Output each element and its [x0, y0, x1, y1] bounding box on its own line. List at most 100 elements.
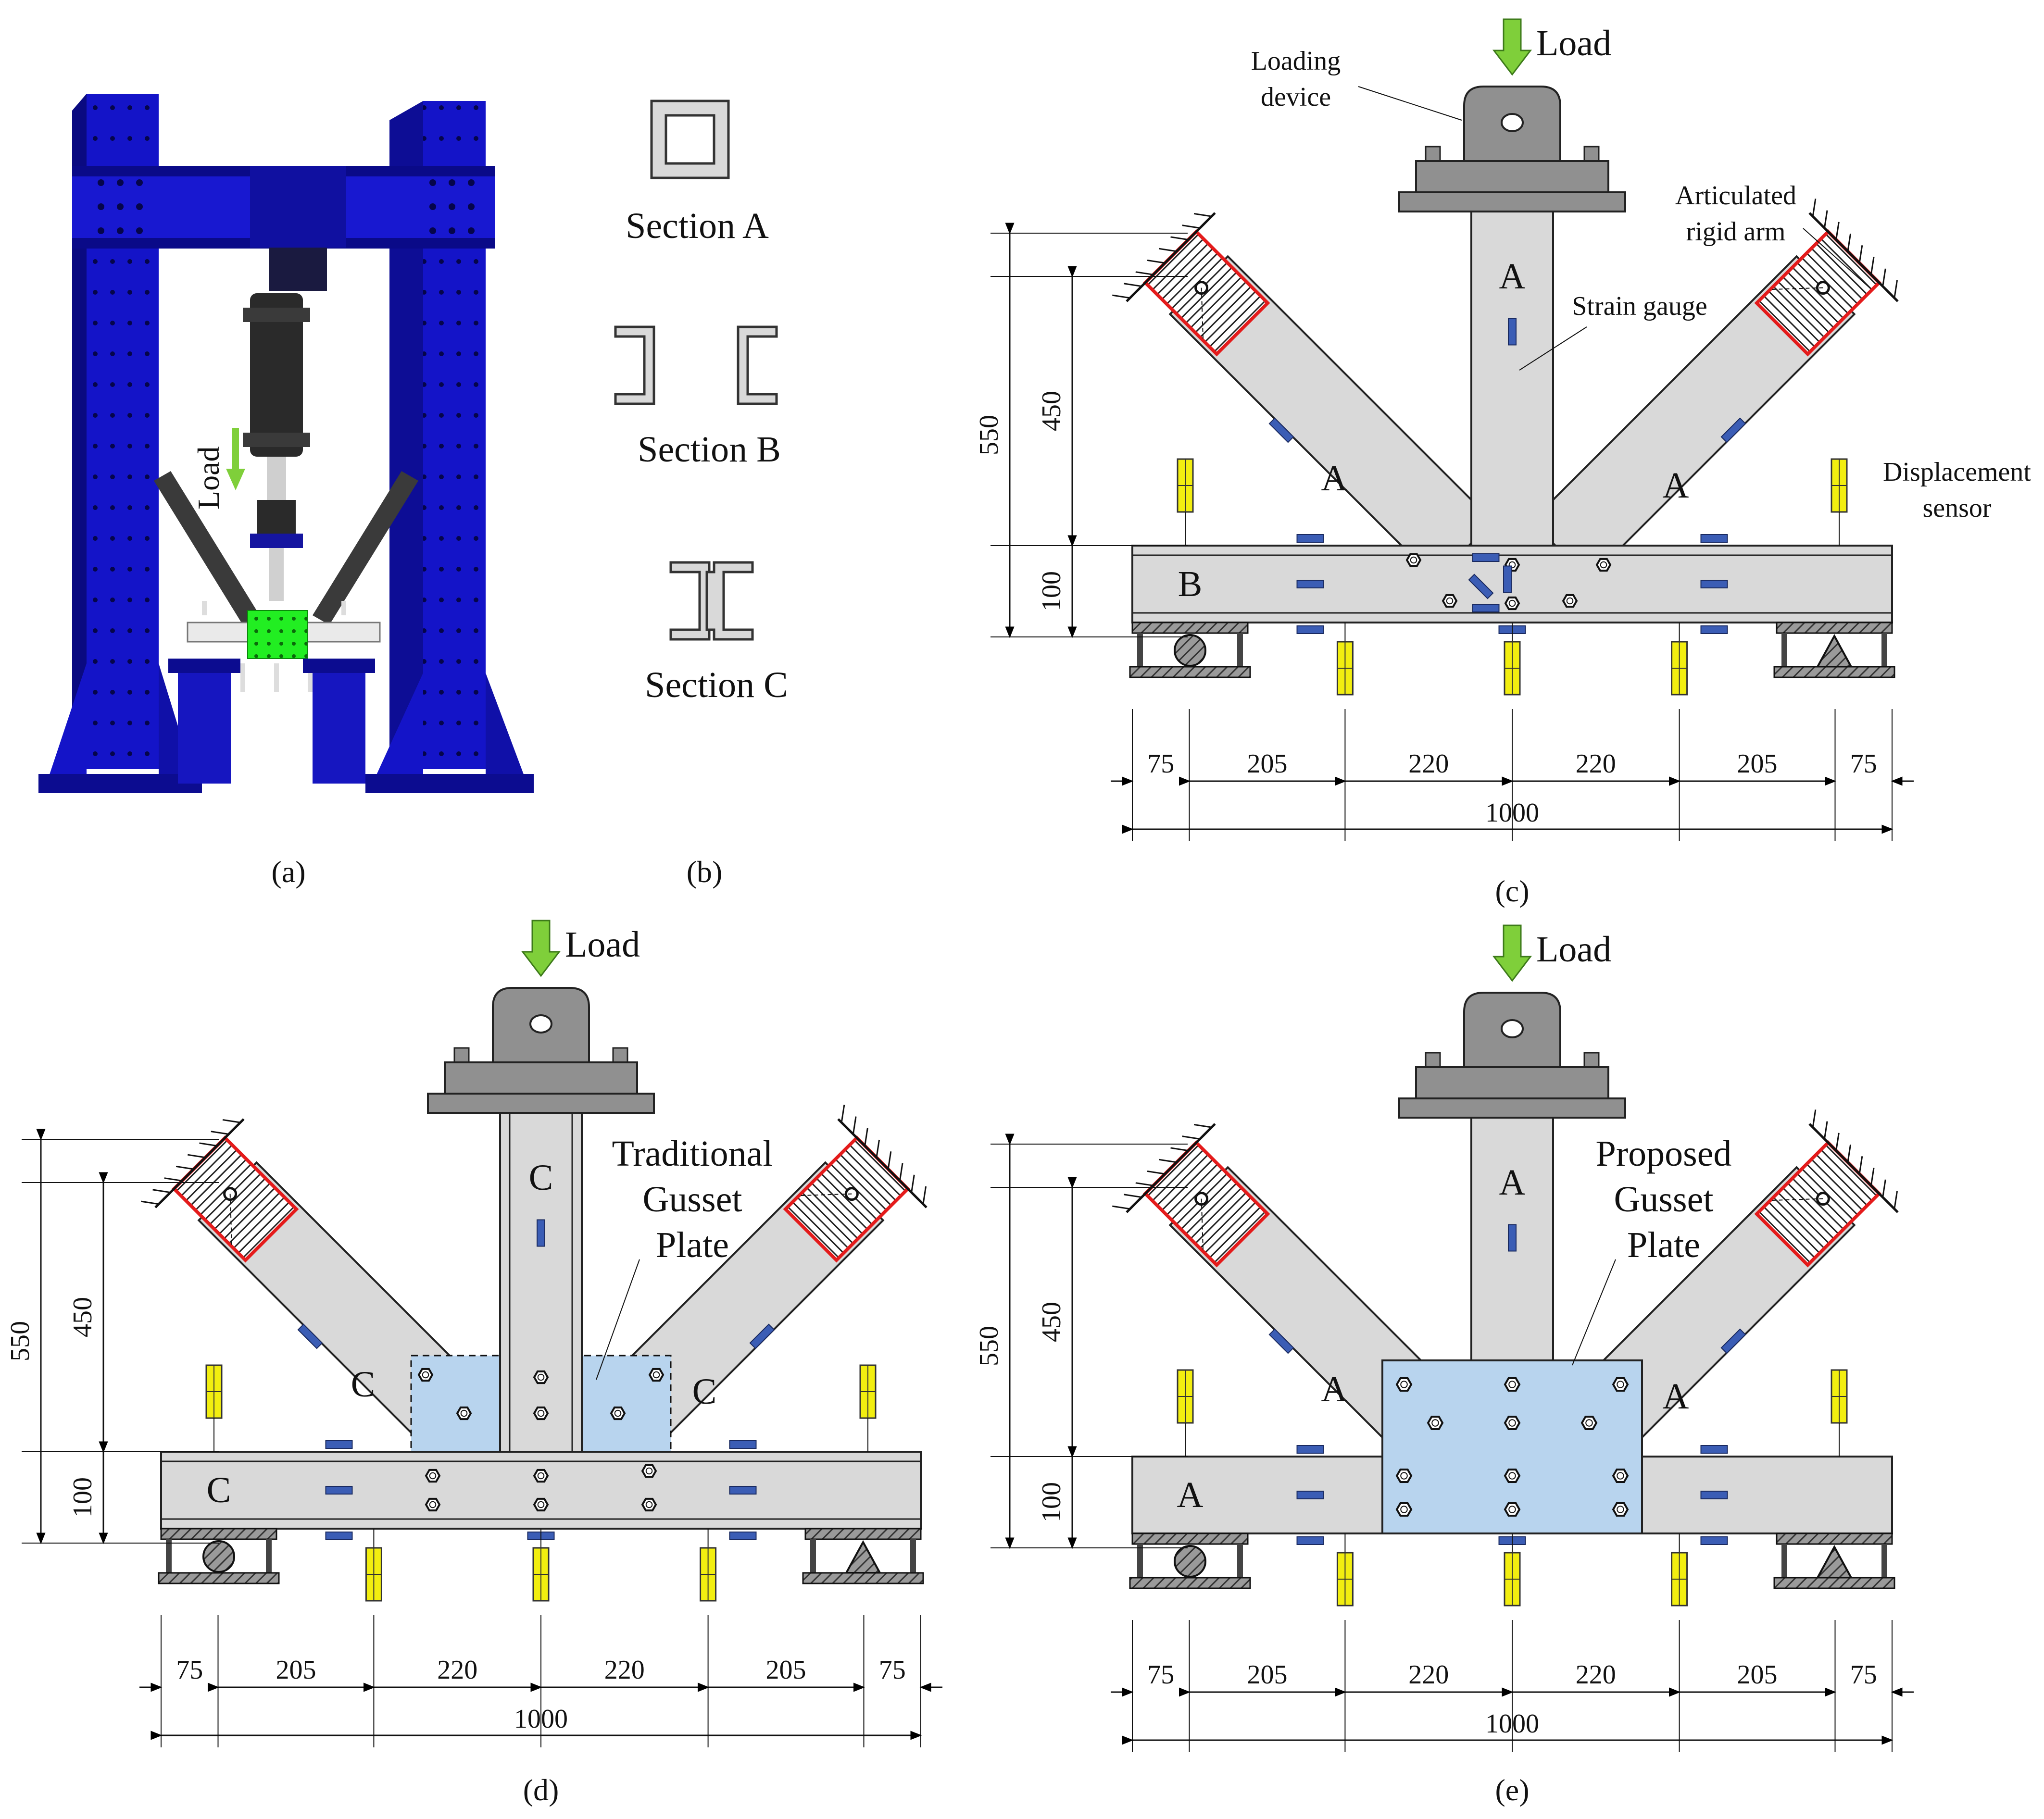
bolt-nut-icon-hole	[1410, 556, 1417, 564]
panel_e-right-articulated-arm-dash	[1770, 1198, 1823, 1201]
panel_c-right-articulated-arm-ground-tick	[1847, 233, 1852, 252]
roller-support-icon-post-right	[266, 1539, 272, 1573]
bolt-nut-icon-hole	[1431, 1419, 1439, 1427]
bolt-nut-icon-hole	[614, 1409, 622, 1417]
bolt-nut-icon-hole	[1617, 1506, 1624, 1513]
panel_d-right-brace-label: C	[692, 1371, 717, 1412]
panel_c-right-brace-label: A	[1663, 465, 1689, 506]
traditional-gusset-label-line-2: Gusset	[643, 1179, 742, 1220]
panel-a-frame-render: Load	[38, 94, 534, 793]
dim-450-label: 450	[68, 1297, 98, 1337]
hinge-support-icon-triangle	[844, 1540, 882, 1574]
dim-450-label: 450	[1037, 391, 1066, 431]
panel_c-right-articulated-arm-ground-tick	[1870, 257, 1875, 275]
bolt-head-right	[612, 1047, 628, 1063]
panel-a-caption: (a)	[271, 855, 305, 889]
strain-gauge-label: Strain gauge	[1572, 291, 1707, 321]
panel_c-left-articulated-arm-ground-tick	[1193, 212, 1212, 217]
panel_c-column-label: A	[1499, 256, 1526, 297]
roller-support-icon-post-right	[1237, 633, 1243, 667]
panel_d-left-articulated-arm-ground-tick	[141, 1200, 159, 1205]
span-dim-205: 205	[1247, 749, 1287, 779]
panel_e-right-articulated-arm-ground-tick	[1894, 1191, 1898, 1209]
panel_d-beam-label: C	[207, 1470, 231, 1510]
hinge-support-icon-triangle	[1816, 634, 1853, 668]
span-dim-220: 220	[1576, 749, 1616, 779]
load-arrow-icon	[1492, 924, 1532, 982]
panel_c-beam	[1131, 545, 1893, 623]
panel_c-right-articulated-arm-dash	[1770, 287, 1823, 290]
dim-100-label: 100	[1037, 571, 1066, 611]
panel_e-load-label: Load	[1536, 929, 1611, 970]
panel_c-right-articulated-arm	[1754, 199, 1899, 357]
panel_d-left-articulated-arm-ground-tick	[176, 1165, 194, 1170]
roller-support-icon-roller	[1174, 634, 1206, 667]
panel_d-load-label: Load	[565, 924, 640, 965]
load-arrow-icon	[226, 428, 245, 490]
strain-gauge-icon	[729, 1532, 757, 1540]
bolt-head-right	[1583, 146, 1600, 162]
panel_e-caption: (e)	[1495, 1773, 1529, 1807]
hinge-support-icon-post-left	[810, 1539, 816, 1573]
span-dim-220: 220	[1408, 749, 1449, 779]
bolt-nut-icon-hole	[460, 1409, 468, 1417]
span-dim-75: 75	[1147, 749, 1174, 779]
loading-device-label-line-2: device	[1261, 82, 1331, 112]
bolt-nut-icon-hole	[1508, 1381, 1516, 1388]
dim-100-label: 100	[1037, 1482, 1066, 1522]
panel_c-left-articulated-arm-ground-tick	[1170, 236, 1189, 241]
section-c-label: Section C	[645, 665, 788, 705]
strain-gauge-icon	[749, 1323, 775, 1349]
panel_c-right-articulated-arm-ground-tick	[1835, 222, 1840, 240]
proposed-gusset-label-line-1: Proposed	[1596, 1134, 1732, 1174]
hinge-support-icon-top-plate	[1776, 1532, 1893, 1545]
bolt-nut-icon-hole	[1446, 597, 1454, 605]
panel_d-right-articulated-arm-ground-tick	[899, 1163, 903, 1181]
span-dim-75: 75	[879, 1655, 906, 1685]
panel_d-column-label: C	[529, 1158, 553, 1198]
panel_e-left-articulated-arm-ground-tick	[1135, 1182, 1154, 1186]
strain-gauge-icon	[1700, 625, 1728, 634]
roller-support-icon	[158, 1528, 280, 1584]
panel_e-left-articulated-arm-ground-tick	[1147, 1170, 1166, 1175]
panel_c-column	[1470, 211, 1554, 547]
roller-support-icon-post-left	[1137, 1544, 1143, 1578]
loading-device-leader	[1358, 86, 1462, 121]
hinge-support-icon-post-right	[910, 1539, 916, 1573]
panel_e-left-articulated-arm-ground-tick	[1182, 1135, 1200, 1140]
hinge-support-icon-top-plate	[804, 1528, 922, 1540]
bolt-head-left	[453, 1047, 470, 1063]
bolt-nut-icon-hole	[1400, 1381, 1408, 1388]
load-arrow-icon	[521, 920, 561, 977]
traditional-gusset-label-line-3: Plate	[656, 1225, 729, 1265]
strain-gauge-icon	[1296, 580, 1324, 588]
strain-gauge-icon	[1720, 417, 1746, 443]
bolt-nut-icon-hole	[1617, 1381, 1624, 1388]
dim-450-label: 450	[1037, 1302, 1066, 1342]
panel_e-left-articulated-arm-ground-tick	[1159, 1159, 1177, 1163]
span-dim-75: 75	[176, 1655, 203, 1685]
bolt-nut-icon-hole	[422, 1371, 429, 1379]
span-dim-220: 220	[437, 1655, 477, 1685]
strain-gauge-icon	[297, 1323, 323, 1349]
total-span-label: 1000	[514, 1704, 568, 1734]
panel_c-left-articulated-arm-dash	[1201, 287, 1204, 341]
bolt-nut-icon-hole	[645, 1467, 653, 1475]
strain-gauge-icon	[1700, 1491, 1728, 1499]
gusset-leader	[1572, 1259, 1616, 1366]
panel_e-left-articulated-arm-ground-tick	[1112, 1205, 1130, 1210]
panel_d-right-articulated-arm-ground-tick	[840, 1105, 845, 1123]
panel_e-left-articulated-arm	[1112, 1123, 1270, 1268]
panel_c-load-label: Load	[1536, 23, 1611, 63]
strain-gauge-icon	[1268, 417, 1294, 443]
strain-gauge-icon	[1508, 1224, 1517, 1252]
span-dim-75: 75	[1850, 749, 1877, 779]
section-c-icon	[669, 561, 754, 641]
panel_c-right-articulated-arm-ground-tick	[1858, 245, 1863, 263]
hinge-support-icon-base-plate	[1773, 666, 1895, 678]
panel_d-beam	[160, 1451, 922, 1530]
support-pedestals	[168, 659, 375, 784]
panel_d-left-articulated-arm-ground-tick	[222, 1119, 241, 1123]
hinge-support-icon-top-plate	[1776, 622, 1893, 634]
bolt-nut-icon-hole	[645, 1501, 653, 1508]
